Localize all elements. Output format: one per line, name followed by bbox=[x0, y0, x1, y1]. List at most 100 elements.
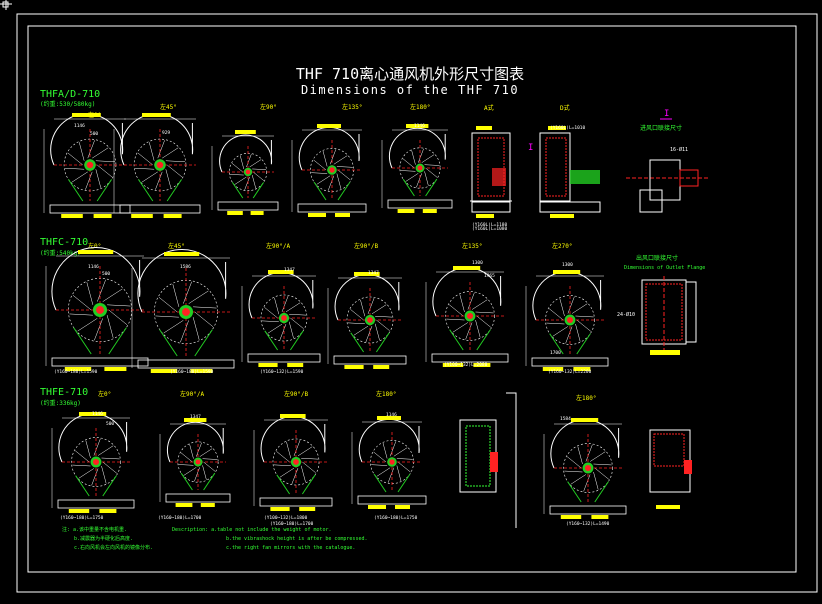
dim-text: 500 bbox=[90, 131, 98, 137]
view-labels-row3: 左0° 左90°/A 左90°/B 左180° 左180° bbox=[98, 390, 596, 402]
caption: (Y160~180)L=1700 bbox=[270, 521, 314, 527]
fan-view bbox=[211, 130, 279, 215]
note-cn: 注: a.该中重量不含电机重. bbox=[62, 526, 127, 533]
inlet-flange-detail: 16-Ø11 bbox=[626, 146, 710, 213]
dim-text: 1347 bbox=[284, 267, 295, 273]
caption: (Y160~132)L=2200 bbox=[548, 369, 592, 375]
fan-view bbox=[253, 414, 333, 511]
outlet-label-cn: 出风口联接尺寸 bbox=[636, 254, 678, 262]
note-en: c.the right fan mirrors with the catalog… bbox=[226, 545, 355, 551]
fan-view bbox=[291, 124, 367, 217]
caption: (Y160L)L=1180 bbox=[472, 222, 508, 228]
view-label: 左0° bbox=[98, 390, 111, 398]
caption: (Y160~180)L=1700 bbox=[158, 515, 202, 521]
fan-view bbox=[327, 272, 407, 369]
dim-text: 1347 bbox=[368, 270, 379, 276]
fan-view bbox=[45, 247, 149, 371]
dim-text: 1146 bbox=[414, 123, 425, 129]
fan-view bbox=[51, 412, 135, 513]
caption: (Y160~132)L=1590 bbox=[260, 369, 304, 375]
inlet-marker: I bbox=[528, 143, 533, 153]
view-label: 左180° bbox=[576, 394, 596, 402]
dim-text: 1300 bbox=[562, 262, 573, 268]
view-label: 左90°/A bbox=[180, 390, 204, 398]
caption: (Y100~132)L=2080 bbox=[444, 362, 488, 368]
view-label: 左180° bbox=[376, 390, 396, 398]
dim-text: 1347 bbox=[190, 414, 201, 420]
section-weight-thfe: (约重:336kg) bbox=[40, 399, 81, 407]
fan-view bbox=[425, 266, 509, 367]
inner-frame bbox=[27, 25, 797, 573]
outlet-flange: 出风口联接尺寸 Dimensions of Outlet Flange 24-Ø… bbox=[617, 254, 705, 355]
section-label-thfad: THFA/D-710 bbox=[40, 89, 100, 100]
outer-frame bbox=[16, 13, 818, 593]
hole-note: 16-Ø11 bbox=[670, 146, 688, 153]
fan-view bbox=[131, 249, 235, 373]
view-label: 左90° bbox=[260, 103, 277, 111]
dim-text: 1584 bbox=[560, 416, 571, 422]
section-label-thfc: THFC-710 bbox=[40, 237, 88, 248]
caption: (Y160~180)L=1590 bbox=[170, 369, 214, 375]
dim-text: 500 bbox=[106, 421, 114, 427]
dim-text: 1700 bbox=[550, 350, 561, 356]
view-label: 左180° bbox=[410, 103, 430, 111]
caption: (Y100~132)L=1800 bbox=[264, 515, 308, 521]
view-label: 左90°/B bbox=[284, 390, 308, 398]
view-label: 左90°/B bbox=[354, 242, 378, 250]
fan-view bbox=[159, 418, 231, 507]
dim-text: 1965 bbox=[484, 273, 495, 279]
dim-text: 929 bbox=[162, 130, 170, 136]
view-labels-row2: 左0° 左45° 左90°/A 左90°/B 左135° 左270° bbox=[88, 242, 572, 250]
outlet-side-note: 24-Ø10 bbox=[617, 311, 635, 318]
dimension-labels: 1146 500 929 1146 1146 500 1586 1347 134… bbox=[74, 123, 573, 427]
view-label: A式 bbox=[484, 104, 494, 112]
view-label: 左90°/A bbox=[266, 242, 290, 250]
drawing-subtitle: Dimensions of the THF 710 bbox=[301, 83, 519, 97]
view-label: 左45° bbox=[168, 242, 185, 250]
fan-view bbox=[43, 113, 131, 218]
note-en: b.the vibrashock height is after be comp… bbox=[226, 536, 367, 542]
notes: 注: a.该中重量不含电机重. b.减震器为半硬化后高度. c.右向风机会左向风… bbox=[62, 526, 367, 551]
view-label: 左135° bbox=[342, 103, 362, 111]
outlet-label-en: Dimensions of Outlet Flange bbox=[624, 265, 705, 271]
side-view-d bbox=[539, 126, 601, 218]
caption: (Y160~180)L=1590 bbox=[54, 369, 98, 375]
caption: (Y160L)L=1080 bbox=[472, 226, 508, 232]
view-label: 左270° bbox=[552, 242, 572, 250]
dim-text: 1300 bbox=[472, 260, 483, 266]
view-label: 左0° bbox=[88, 242, 101, 250]
note-cn: c.右向风机会左向风机的镜像分布. bbox=[74, 544, 153, 551]
captions: (Y160L)L=1180 (Y160L)L=1080 (Y160L)L=101… bbox=[54, 125, 610, 527]
dim-text: 1146 bbox=[386, 412, 397, 418]
note-cn: b.减震器为半硬化后高度. bbox=[74, 535, 133, 542]
dim-text: 500 bbox=[102, 271, 110, 277]
side-view-e2 bbox=[649, 429, 692, 509]
dim-text: 1146 bbox=[74, 123, 85, 129]
caption: (Y160~180)L=1750 bbox=[60, 515, 104, 521]
fan-views bbox=[43, 113, 627, 519]
drawing-title: THF 710离心通风机外形尺寸图表 bbox=[296, 65, 524, 83]
fan-view bbox=[241, 270, 321, 367]
section-label-thfe: THFE-710 bbox=[40, 387, 88, 398]
side-view-a bbox=[470, 126, 512, 218]
inlet-callout: I I 进风口联接尺寸 bbox=[528, 109, 682, 153]
fan-view bbox=[525, 270, 609, 371]
view-label: 左45° bbox=[160, 103, 177, 111]
inlet-label: 进风口联接尺寸 bbox=[640, 124, 682, 132]
view-label: 左135° bbox=[462, 242, 482, 250]
note-en: Description: a.table not include the wei… bbox=[172, 527, 332, 533]
caption: (Y160~180)L=1750 bbox=[374, 515, 418, 521]
section-weight-thfad: (约重:530/580kg) bbox=[40, 100, 95, 108]
section-weight-thfc: (约重:540kg) bbox=[40, 249, 81, 257]
inlet-marker: I bbox=[664, 109, 669, 119]
crosshair-icon bbox=[0, 0, 12, 10]
fan-view bbox=[381, 124, 453, 213]
dim-text: 1586 bbox=[180, 264, 191, 270]
fan-view bbox=[543, 418, 627, 519]
side-view-e bbox=[459, 392, 517, 528]
caption: (Y160~132)L=1490 bbox=[566, 521, 610, 527]
caption: (Y160L)L=1010 bbox=[550, 125, 586, 131]
dim-text: 1146 bbox=[88, 264, 99, 270]
fan-view bbox=[113, 113, 201, 218]
